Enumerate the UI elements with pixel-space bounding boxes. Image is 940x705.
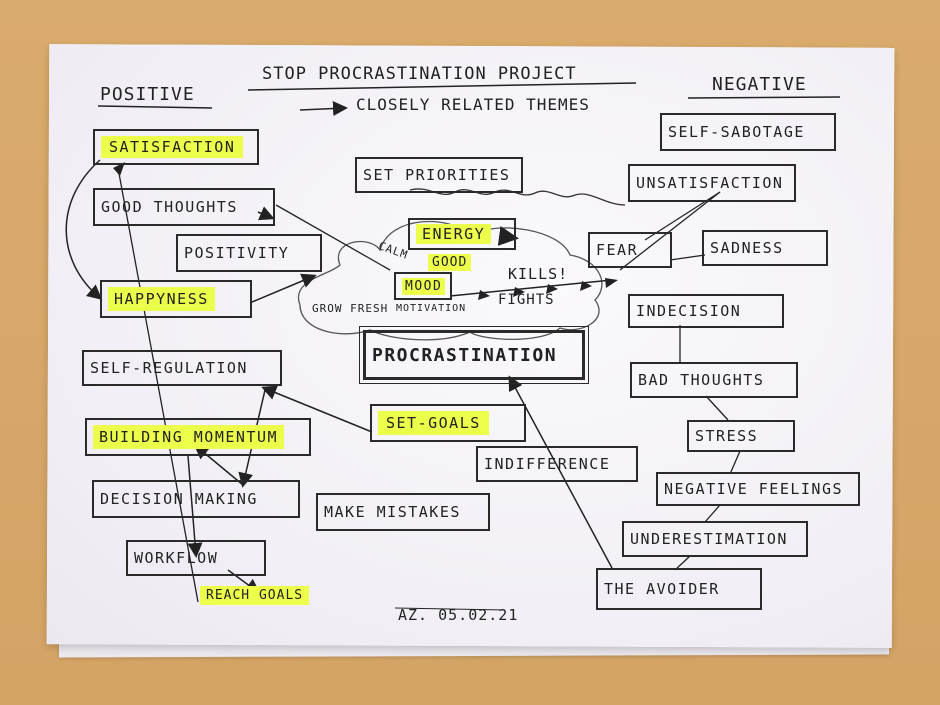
node-energy: ENERGY [408, 218, 516, 250]
mood-label: MOOD [402, 277, 446, 295]
fear-label: FEAR [596, 241, 639, 259]
grow-fresh-label: GROW FRESH [312, 302, 389, 315]
node-underestimation: UNDERESTIMATION [622, 521, 808, 557]
positivity-label: POSITIVITY [184, 244, 290, 262]
happyness-label: HAPPYNESS [108, 287, 215, 311]
building-momentum-label: BUILDING MOMENTUM [93, 425, 285, 449]
underestimation-label: UNDERESTIMATION [630, 530, 788, 548]
node-stress: STRESS [687, 420, 795, 452]
negative-heading: NEGATIVE [712, 74, 807, 95]
make-mistakes-label: MAKE MISTAKES [324, 503, 461, 521]
node-fear: FEAR [588, 232, 672, 268]
fights-label: FIGHTS [498, 292, 555, 308]
workflow-label: WORKFLOW [134, 549, 219, 567]
node-self-sabotage: SELF-SABOTAGE [660, 113, 836, 151]
set-goals-label: SET-GOALS [378, 411, 489, 435]
node-sadness: SADNESS [702, 230, 828, 266]
motivation-label: MOTIVATION [396, 303, 467, 314]
node-satisfaction: SATISFACTION [93, 129, 259, 165]
reach-goals-label: REACH GOALS [200, 586, 310, 605]
node-good-thoughts: GOOD THOUGHTS [93, 188, 275, 226]
indifference-label: INDIFFERENCE [484, 455, 611, 473]
node-indecision: INDECISION [628, 294, 784, 328]
satisfaction-label: SATISFACTION [101, 136, 244, 158]
node-set-priorities: SET PRIORITIES [355, 157, 523, 193]
unsatisfaction-label: UNSATISFACTION [636, 174, 784, 192]
kills-label: KILLS! [508, 265, 569, 283]
set-priorities-label: SET PRIORITIES [363, 166, 511, 184]
subtitle: CLOSELY RELATED THEMES [356, 95, 590, 114]
node-mood: MOOD [394, 272, 452, 300]
node-make-mistakes: MAKE MISTAKES [316, 493, 490, 531]
sadness-label: SADNESS [710, 239, 784, 257]
self-regulation-label: SELF-REGULATION [90, 359, 248, 377]
good-label: GOOD [428, 254, 472, 271]
node-procrastination: PROCRASTINATION [359, 326, 589, 384]
node-building-momentum: BUILDING MOMENTUM [85, 418, 311, 456]
node-set-goals: SET-GOALS [370, 404, 526, 442]
page-title: STOP PROCRASTINATION PROJECT [262, 64, 577, 84]
the-avoider-label: THE AVOIDER [604, 580, 720, 598]
node-workflow: WORKFLOW [126, 540, 266, 576]
signature-date: AZ. 05.02.21 [398, 606, 519, 624]
decision-making-label: DECISION MAKING [100, 490, 258, 508]
negative-feelings-label: NEGATIVE FEELINGS [664, 480, 844, 498]
node-the-avoider: THE AVOIDER [596, 568, 762, 610]
procrastination-label: PROCRASTINATION [372, 344, 558, 366]
indecision-label: INDECISION [636, 302, 742, 320]
bad-thoughts-label: BAD THOUGHTS [638, 371, 765, 389]
self-sabotage-label: SELF-SABOTAGE [668, 123, 805, 141]
node-unsatisfaction: UNSATISFACTION [628, 164, 796, 202]
node-indifference: INDIFFERENCE [476, 446, 638, 482]
stress-label: STRESS [695, 427, 759, 445]
good-thoughts-label: GOOD THOUGHTS [101, 198, 238, 216]
node-positivity: POSITIVITY [176, 234, 322, 272]
node-happyness: HAPPYNESS [100, 280, 252, 318]
node-bad-thoughts: BAD THOUGHTS [630, 362, 798, 398]
node-decision-making: DECISION MAKING [92, 480, 300, 518]
positive-heading: POSITIVE [100, 84, 195, 105]
node-self-regulation: SELF-REGULATION [82, 350, 282, 386]
node-negative-feelings: NEGATIVE FEELINGS [656, 472, 860, 506]
energy-label: ENERGY [416, 224, 492, 244]
